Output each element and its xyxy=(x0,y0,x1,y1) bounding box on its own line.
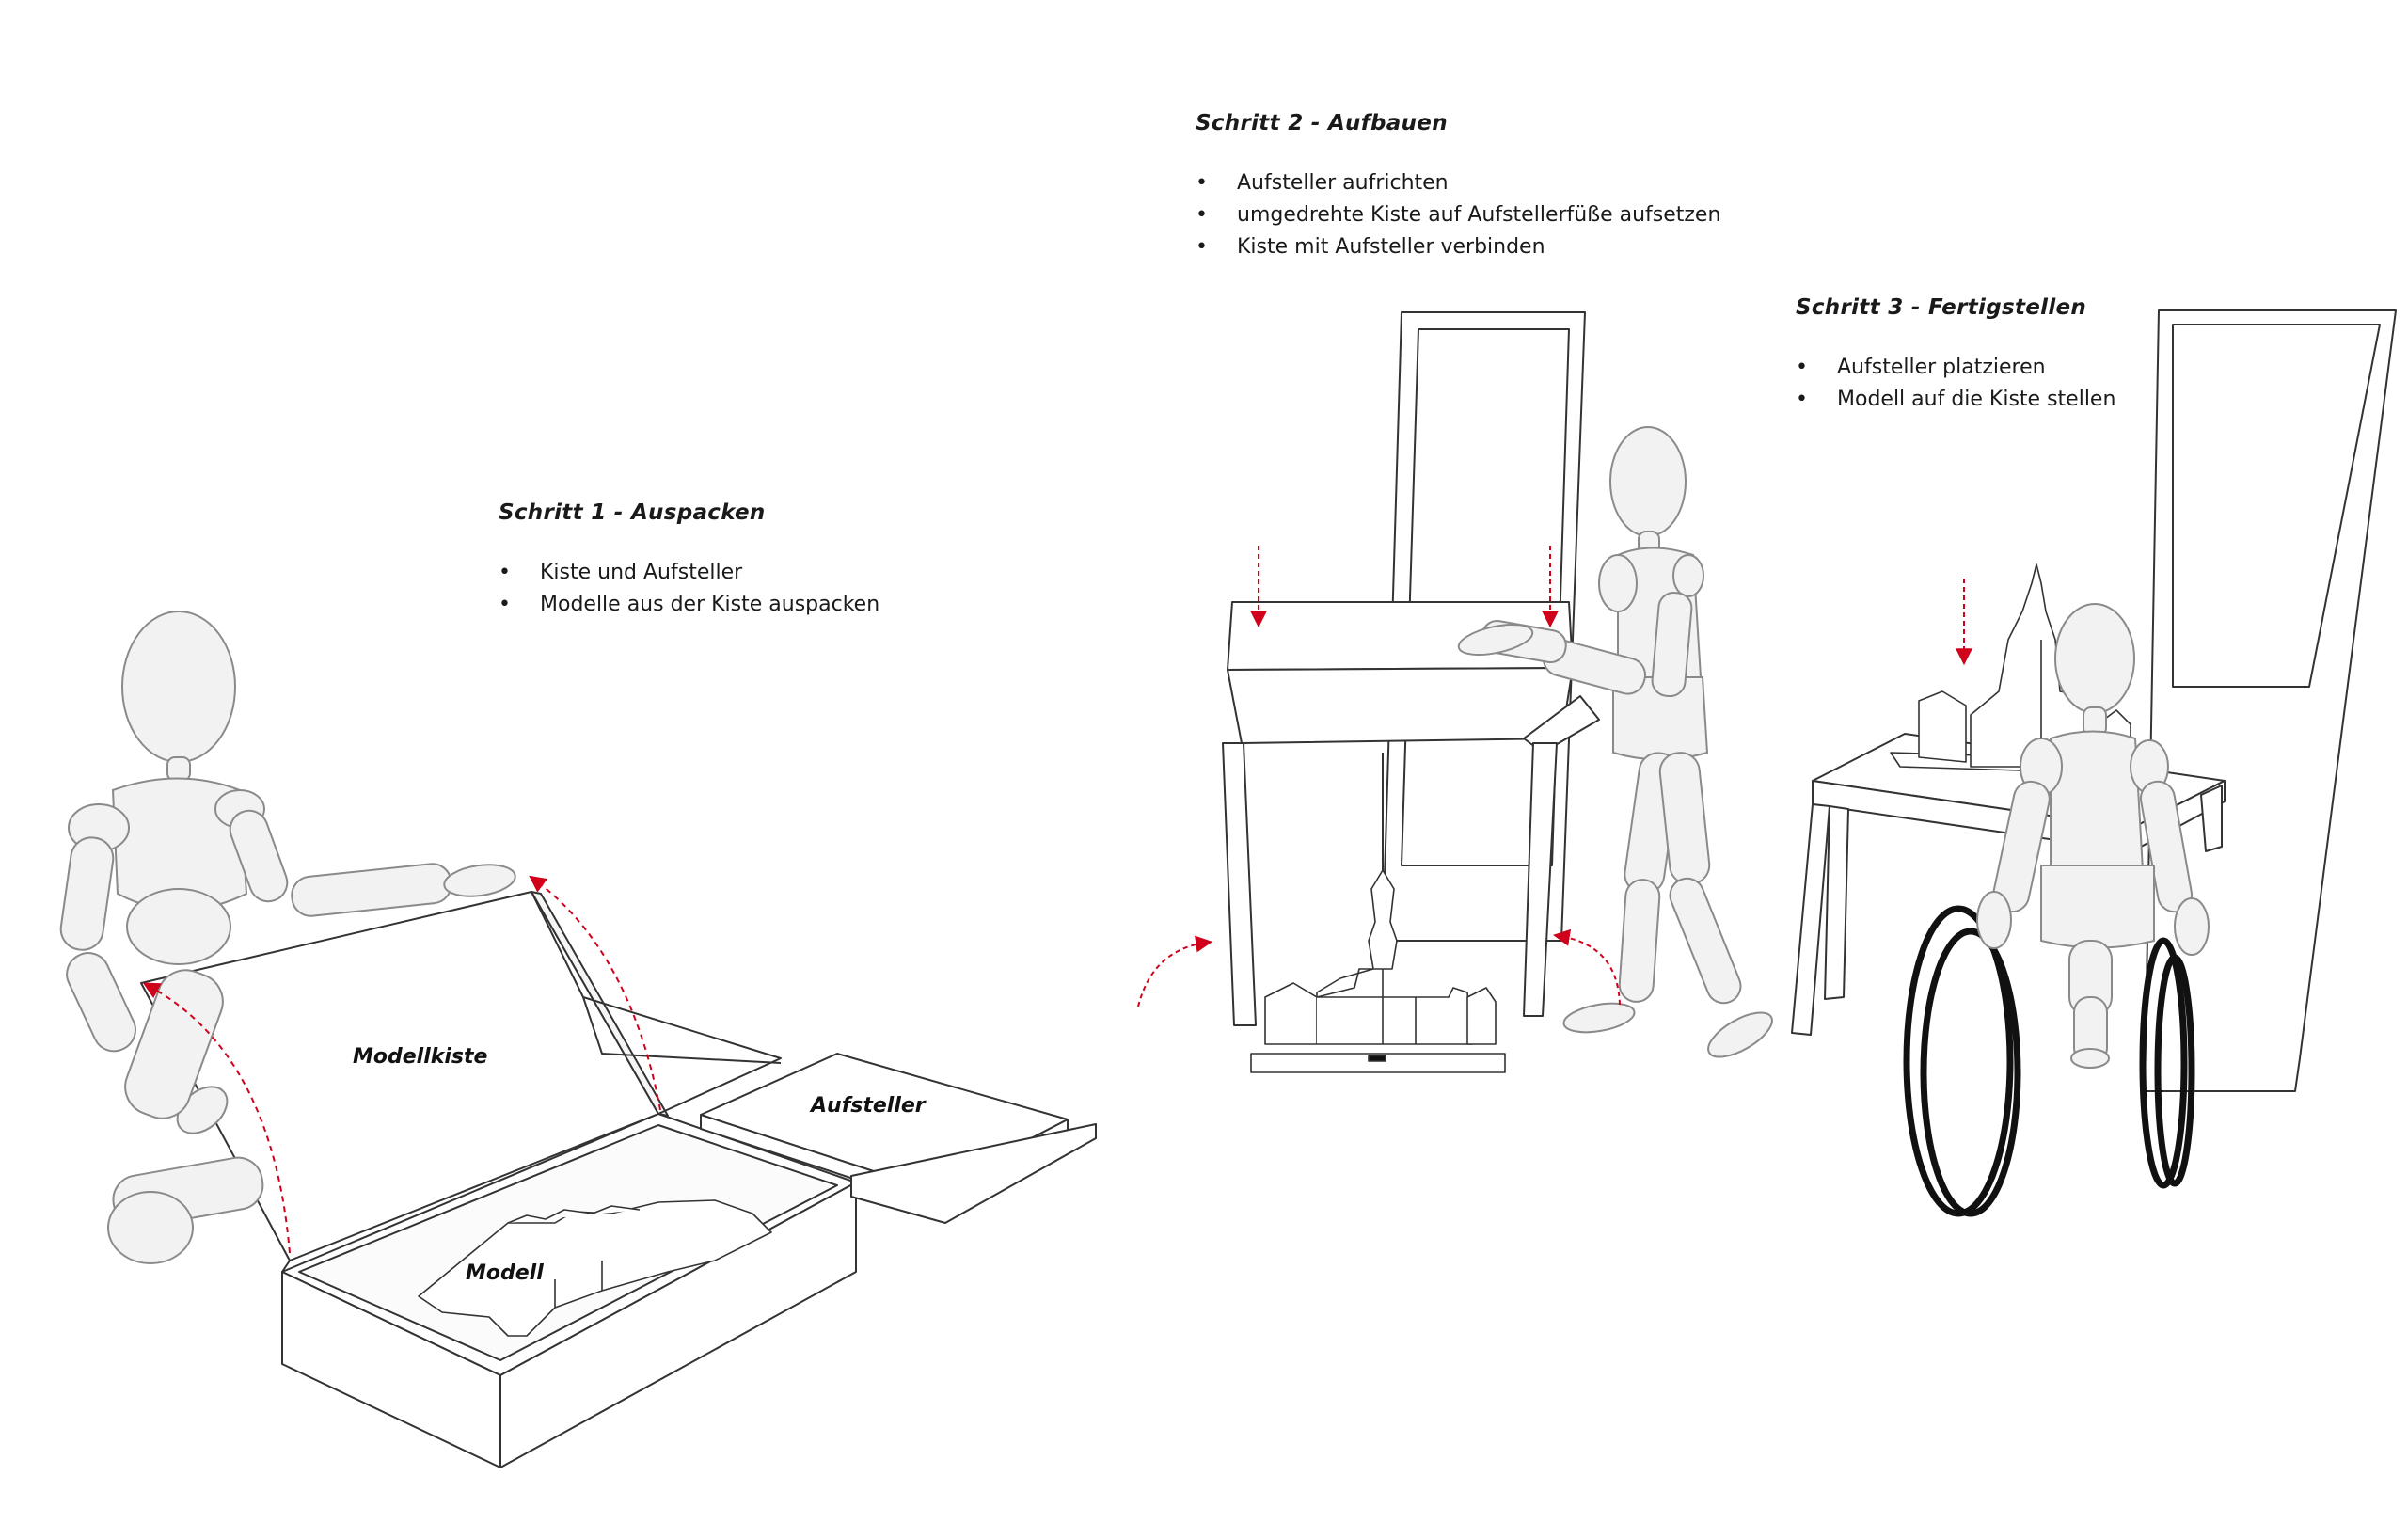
step-2-title: Schritt 2 - Aufbauen xyxy=(1196,111,1448,135)
wheelchair xyxy=(1903,905,2195,1217)
model-on-table xyxy=(1890,563,2131,772)
step-1-instructions: Schritt 1 - Auspacken • Kiste und Aufstel… xyxy=(499,500,879,621)
step-3-item: • Modell auf die Kiste stellen xyxy=(1796,384,2115,416)
step-2-item-text: umgedrehte Kiste auf Aufstellerfüße aufs… xyxy=(1237,203,1721,227)
label-modell: Modell xyxy=(466,1261,544,1285)
mannequin-seated xyxy=(1976,603,2210,1069)
step-1-item: • Kiste und Aufsteller xyxy=(499,557,879,589)
label-modellkiste: Modellkiste xyxy=(353,1045,488,1069)
step-3-title: Schritt 3 - Fertigstellen xyxy=(1796,295,2087,320)
assembly-arrows xyxy=(1137,546,1621,1007)
step-1-title: Schritt 1 - Auspacken xyxy=(499,500,766,525)
mannequin-kneeling xyxy=(59,611,516,1264)
step3-scene xyxy=(1791,309,2397,1092)
step-2-item: • Aufsteller aufrichten xyxy=(1196,167,1720,199)
model-pieces xyxy=(418,1199,772,1337)
bullet: • xyxy=(1796,388,1808,411)
step-2-instructions: Schritt 2 - Aufbauen • Aufsteller aufrich… xyxy=(1196,111,1720,263)
mannequin-standing xyxy=(1457,426,1773,1058)
step-2-item-text: Aufsteller aufrichten xyxy=(1237,171,1449,195)
bullet: • xyxy=(499,593,511,616)
bullet: • xyxy=(1196,203,1208,227)
step1-scene xyxy=(140,891,1097,1468)
stand-panel-final xyxy=(2144,309,2397,1092)
step-2-item: • umgedrehte Kiste auf Aufstellerfüße auf… xyxy=(1196,199,1720,231)
box-inverted xyxy=(1227,601,1600,754)
step-3-instructions: Schritt 3 - Fertigstellen • Aufsteller pl… xyxy=(1796,295,2115,416)
model-on-base xyxy=(1250,869,1506,1073)
bullet: • xyxy=(499,561,511,584)
step-1-item-text: Modelle aus der Kiste auspacken xyxy=(540,593,880,616)
step-2-item-text: Kiste mit Aufsteller verbinden xyxy=(1237,235,1545,259)
bullet: • xyxy=(1796,356,1808,379)
step-1-item: • Modelle aus der Kiste auspacken xyxy=(499,589,879,621)
step-3-item: • Aufsteller platzieren xyxy=(1796,352,2115,384)
label-aufsteller: Aufsteller xyxy=(809,1094,927,1118)
stand-legs xyxy=(1222,742,1558,1026)
step-1-item-text: Kiste und Aufsteller xyxy=(540,561,743,584)
bullet: • xyxy=(1196,171,1208,195)
step-1-list: • Kiste und Aufsteller • Modelle aus der K… xyxy=(499,557,879,621)
step-3-item-text: Aufsteller platzieren xyxy=(1837,356,2046,379)
lid-open-arrows xyxy=(142,875,661,1254)
step-3-item-text: Modell auf die Kiste stellen xyxy=(1837,388,2116,411)
step-2-list: • Aufsteller aufrichten • umgedrehte Kiste… xyxy=(1196,167,1720,263)
step-2-item: • Kiste mit Aufsteller verbinden xyxy=(1196,231,1720,263)
stand-flat xyxy=(700,1053,1097,1224)
step-3-list: • Aufsteller platzieren • Modell auf die K… xyxy=(1796,352,2115,416)
step2-scene xyxy=(1222,311,1600,1073)
bullet: • xyxy=(1196,235,1208,259)
